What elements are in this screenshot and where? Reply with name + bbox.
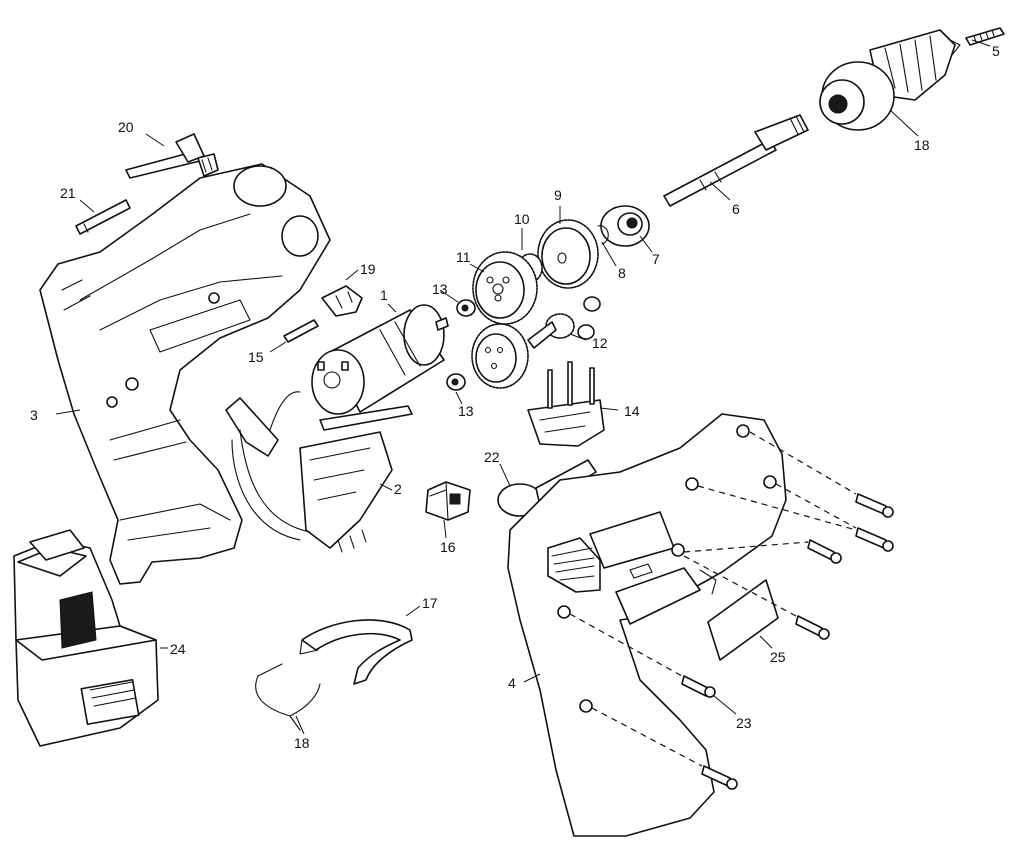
assembly-lines (569, 431, 857, 767)
callout-12: 12 (592, 335, 608, 351)
callout-13a: 13 (432, 281, 448, 297)
callout-22: 21 (60, 185, 76, 201)
callout-5: 5 (992, 43, 1000, 59)
part-16-block (425, 481, 471, 521)
part-bushing-right (577, 296, 601, 340)
part-20-clip (321, 285, 363, 317)
part-1-motor (311, 304, 449, 415)
part-19-chuck (819, 29, 961, 131)
callout-23: 22 (484, 449, 500, 465)
part-26-label (707, 579, 779, 661)
callout-25: 24 (170, 641, 186, 657)
part-4-right-housing (507, 413, 787, 837)
part-13-bushing-upper (456, 299, 476, 317)
callout-8: 8 (618, 265, 626, 281)
callout-15: 15 (248, 349, 264, 365)
part-8-retaining-ring (597, 225, 609, 245)
callout-1: 1 (380, 287, 388, 303)
callout-numbers: 5 18 6 7 8 9 10 11 13 12 13 14 1 19 15 2… (30, 43, 1000, 751)
part-3-left-housing (39, 163, 331, 585)
callout-14: 14 (624, 403, 640, 419)
part-18-spring (255, 663, 321, 731)
callout-16: 16 (440, 539, 456, 555)
part-planet-gear-lower (471, 323, 529, 389)
part-25-battery (13, 529, 159, 747)
part-22-bit (75, 199, 131, 235)
part-15-pin (283, 319, 319, 343)
callout-17: 17 (422, 595, 438, 611)
part-14-bracket (527, 361, 605, 447)
part-11-carrier-gear (472, 251, 538, 325)
callout-21: 20 (118, 119, 134, 135)
callout-13b: 13 (458, 403, 474, 419)
callout-6: 6 (732, 201, 740, 217)
callout-7: 7 (652, 251, 660, 267)
part-9-gear (537, 219, 599, 289)
part-24-screws (681, 493, 894, 790)
callout-18: 18 (294, 735, 310, 751)
callout-26: 25 (770, 649, 786, 665)
callout-11: 11 (456, 249, 471, 265)
part-7-bearing (600, 205, 650, 247)
callout-3: 3 (30, 407, 38, 423)
callout-2: 2 (394, 481, 402, 497)
callout-9: 9 (554, 187, 562, 203)
part-2-switch (225, 391, 413, 553)
leader-lines (55, 39, 991, 735)
part-12-sun-gear (527, 313, 575, 349)
callout-20: 19 (360, 261, 376, 277)
callout-24: 23 (736, 715, 752, 731)
callout-4: 4 (508, 675, 516, 691)
part-21-chuck-key (125, 133, 219, 179)
callout-19: 18 (914, 137, 930, 153)
part-17-clip (299, 619, 413, 685)
part-13-bushing-lower (446, 373, 466, 391)
part-6-spindle (663, 114, 809, 207)
callout-10: 10 (514, 211, 530, 227)
